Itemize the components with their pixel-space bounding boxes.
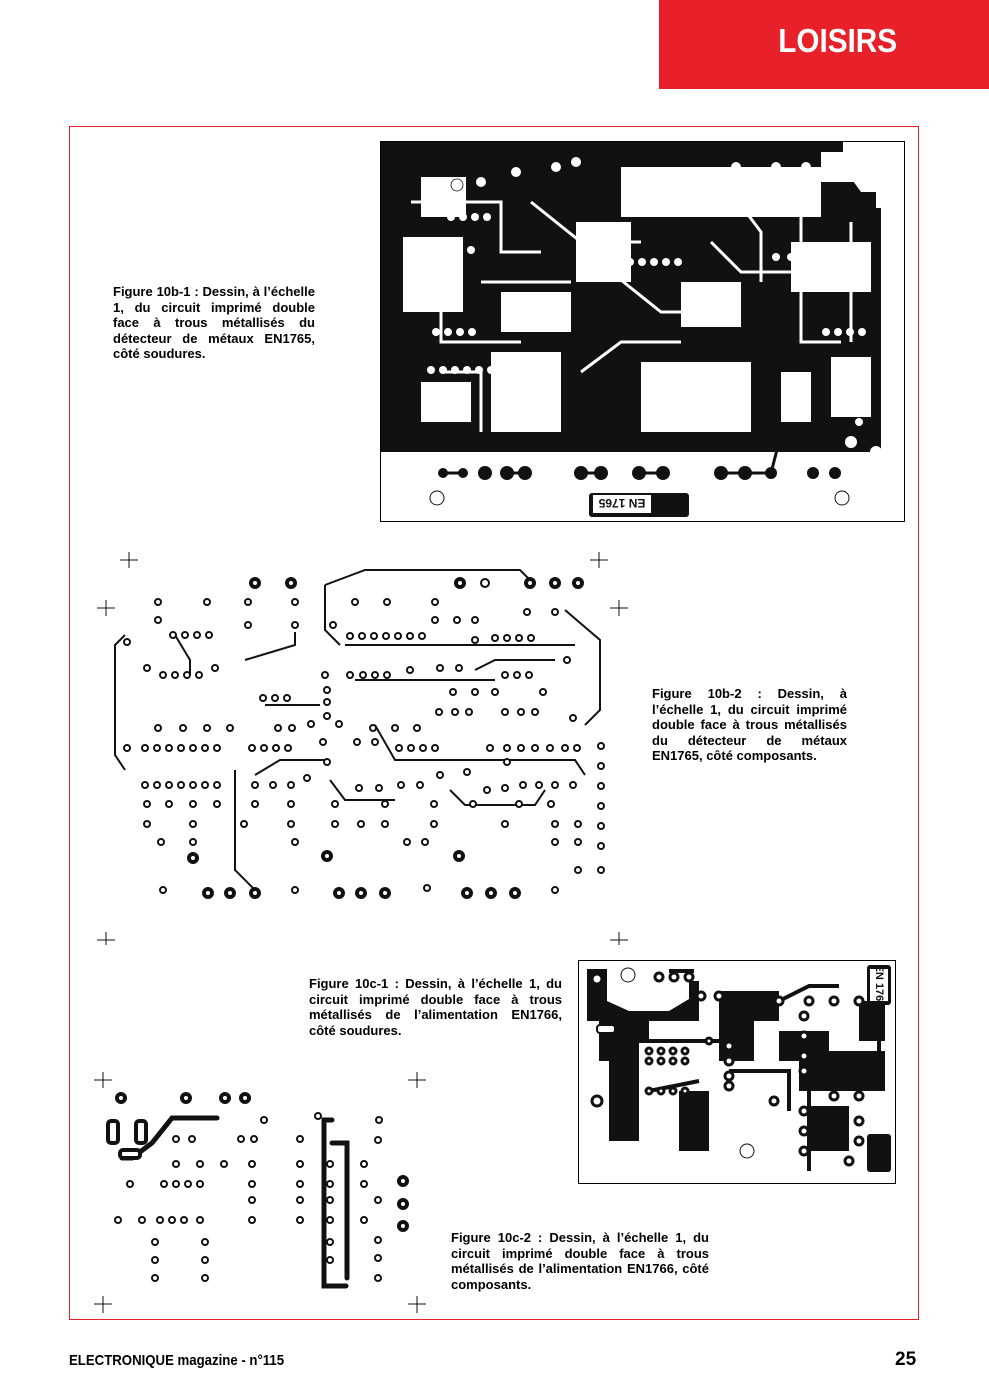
caption-figure-10c1: Figure 10c-1 : Dessin, à l’échelle 1, du… xyxy=(309,976,562,1038)
pcb-10c2-component-side xyxy=(92,1068,427,1313)
caption-figure-10b2: Figure 10b-2 : Dessin, à l’échelle 1, du… xyxy=(652,686,847,763)
section-banner: LOISIRS xyxy=(659,0,989,89)
page-number: 25 xyxy=(895,1349,917,1370)
caption-figure-10c2: Figure 10c-2 : Dessin, à l’échelle 1, du… xyxy=(451,1230,709,1292)
section-title: LOISIRS xyxy=(778,22,897,59)
figure-frame xyxy=(69,126,919,1320)
pcb-10b1-label: EN 1765 xyxy=(598,496,645,510)
pcb-10b2-component-side xyxy=(95,550,635,945)
pcb-10b1-solder-side: EN 1765 xyxy=(380,141,905,522)
pcb-10c1-label: EN 1766 xyxy=(873,965,885,1008)
magazine-footer: ELECTRONIQUE magazine - n°115 xyxy=(69,1352,285,1369)
pcb-10c1-solder-side: EN 1766 xyxy=(578,960,896,1184)
caption-figure-10b1: Figure 10b-1 : Dessin, à l’échelle 1, du… xyxy=(113,284,315,361)
